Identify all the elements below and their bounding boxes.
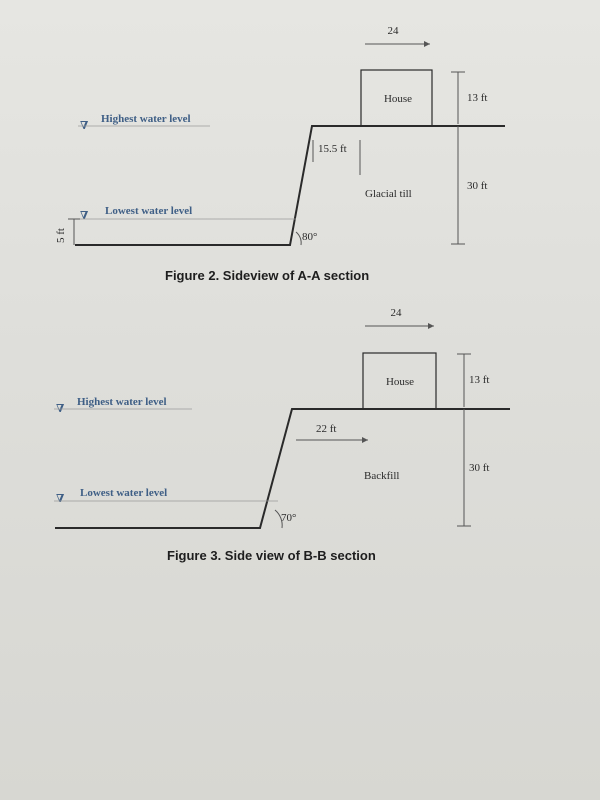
fig2-house-height-label: 13 ft	[467, 92, 487, 104]
fig2-angle-label: 80°	[302, 231, 317, 243]
fig3-lowest-water-label: Lowest water level	[80, 487, 167, 499]
fig3-highest-water-label: Highest water level	[77, 396, 167, 408]
fig3-ground-profile	[55, 408, 510, 529]
fig3-house-label: House	[386, 376, 414, 388]
fig3-offset-arrowhead	[362, 437, 368, 443]
fig3-angle-arc	[274, 509, 283, 529]
fig3-offset-label: 22 ft	[316, 423, 336, 435]
fig2-offset-label: 15.5 ft	[318, 143, 347, 155]
fig2-wall-height-label: 30 ft	[467, 180, 487, 192]
fig3-angle-label: 70°	[281, 512, 296, 524]
fig3-arrowhead	[428, 323, 434, 329]
fig2-house-width-label: 24	[388, 25, 400, 37]
fig2-water-symbol-low: ∇	[80, 210, 89, 222]
fig2-house-label: House	[384, 93, 412, 105]
fig3-wall-height-label: 30 ft	[469, 462, 489, 474]
fig2-soil-label: Glacial till	[365, 188, 412, 200]
fig3-house-height-label: 13 ft	[469, 374, 489, 386]
fig3-caption: Figure 3. Side view of B-B section	[167, 548, 376, 563]
fig3-house-width-label: 24	[391, 307, 403, 319]
figure-2: 24 House 13 ft 30 ft ∇ Highest water lev…	[55, 25, 505, 283]
fig2-angle-arc	[295, 231, 302, 246]
figure-3: 24 House 13 ft 30 ft ∇ Highest water lev…	[54, 307, 510, 563]
fig2-caption: Figure 2. Sideview of A-A section	[165, 268, 369, 283]
fig2-ground-profile	[75, 125, 505, 246]
fig2-depth-label: 5 ft	[55, 228, 67, 243]
fig2-arrowhead	[424, 41, 430, 47]
fig3-soil-label: Backfill	[364, 470, 399, 482]
fig2-highest-water-label: Highest water level	[101, 113, 191, 125]
fig2-lowest-water-label: Lowest water level	[105, 205, 192, 217]
fig3-water-symbol-low: ∇	[56, 493, 65, 505]
